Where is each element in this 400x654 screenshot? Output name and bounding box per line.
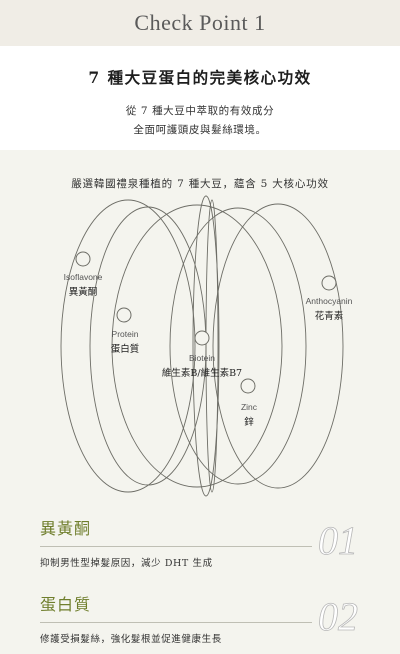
node-label-en: Isoflavone (63, 272, 103, 282)
node-marker-zinc (240, 378, 256, 394)
header-title: Check Point 1 (134, 10, 266, 35)
node-label-zh: 花青素 (314, 311, 344, 322)
node-marker-isoflavone (75, 251, 91, 267)
feature-title: 蛋白質 (40, 595, 92, 614)
node-label-zinc: Zinc 鋅 (241, 402, 257, 428)
header: Check Point 1 (0, 0, 400, 46)
node-label-en: Zinc (240, 402, 258, 412)
subtitle: 從 7 種大豆中萃取的有效成分 全面呵護頭皮與髮絲環境。 (0, 102, 400, 140)
diagram-intro: 嚴選韓國禮泉種植的 7 種大豆，蘊含 5 大核心功效 (71, 178, 329, 190)
orbit-ring (205, 199, 219, 493)
node-label-en: Protein (111, 329, 139, 339)
orbit-ring (192, 195, 220, 497)
feature-title: 異黃酮 (40, 519, 92, 538)
orbit-ring (111, 204, 283, 488)
node-marker-anthocyanin (321, 275, 337, 291)
node-label-zh: 異黃酮 (68, 287, 98, 298)
subtitle-line-2: 全面呵護頭皮與髮絲環境。 (133, 124, 267, 136)
node-label-en: Biotein (189, 353, 215, 363)
feature-number: 01 (318, 518, 359, 564)
orbit-ring (169, 207, 307, 485)
ingredient-panel (0, 150, 400, 654)
feature-number: 02 (318, 594, 359, 640)
node-label-zh: 鋅 (244, 417, 254, 428)
orbit-ring (60, 199, 196, 493)
feature-divider (40, 622, 312, 623)
orbit-ring (212, 203, 344, 489)
soybean-orbit-diagram (60, 195, 344, 497)
node-label-en: Anthocyanin (305, 296, 353, 306)
feature-item-isoflavone: 異黃酮 抑制男性型掉髮原因，減少 DHT 生成 01 (40, 515, 370, 569)
feature-divider (40, 546, 312, 547)
orbit-ring (89, 206, 207, 486)
node-label-zh: 維生素B/維生素B7 (161, 368, 243, 379)
node-label-anthocyanin: Anthocyanin 花青素 (306, 296, 353, 322)
subtitle-line-1: 從 7 種大豆中萃取的有效成分 (125, 105, 275, 117)
main-title: 7 種大豆蛋白的完美核心功效 (88, 68, 312, 87)
feature-desc: 修護受損髮絲，強化髮根並促進健康生長 (40, 634, 222, 645)
node-label-zh: 蛋白質 (110, 344, 140, 355)
node-label-biotein: Biotein 維生素B/維生素B7 (162, 353, 242, 379)
node-label-protein: Protein 蛋白質 (111, 329, 140, 355)
node-marker-protein (116, 307, 132, 323)
node-label-isoflavone: Isoflavone 異黃酮 (64, 272, 103, 298)
node-marker-biotein (194, 330, 210, 346)
feature-item-protein: 蛋白質 修護受損髮絲，強化髮根並促進健康生長 02 (40, 591, 370, 645)
feature-desc: 抑制男性型掉髮原因，減少 DHT 生成 (40, 558, 213, 569)
title-section: 7 種大豆蛋白的完美核心功效 從 7 種大豆中萃取的有效成分 全面呵護頭皮與髮絲… (0, 46, 400, 150)
